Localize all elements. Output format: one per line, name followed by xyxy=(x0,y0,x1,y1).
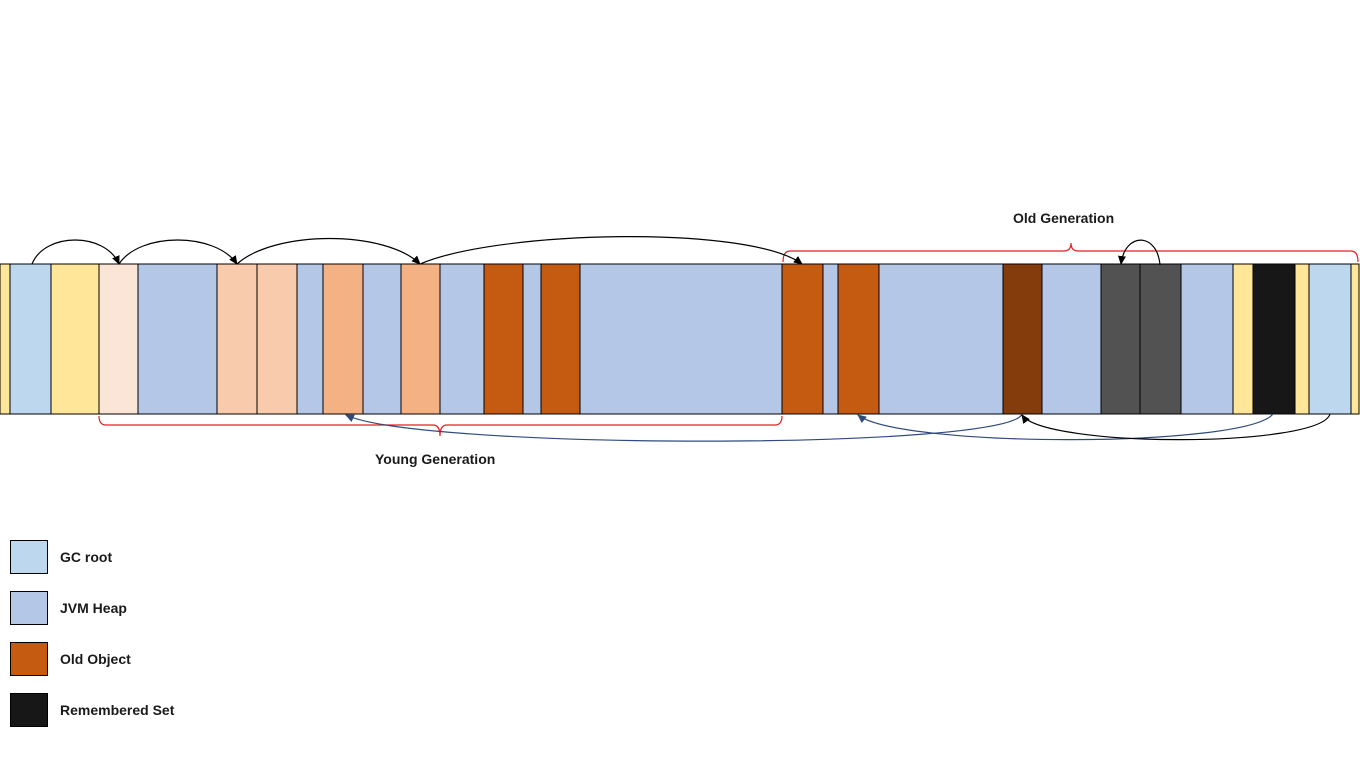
old-object-block xyxy=(483,263,524,415)
remembered-set-block xyxy=(1252,263,1296,415)
old-object-block xyxy=(781,263,824,415)
cross-generation-arrow xyxy=(345,413,1023,442)
reference-arrow xyxy=(1118,239,1161,266)
gc-root-block xyxy=(9,263,52,415)
legend-label: Remembered Set xyxy=(60,702,175,718)
reference-arrow xyxy=(419,235,803,265)
yellow-block xyxy=(1294,263,1310,415)
remembered-set-swatch xyxy=(10,693,48,727)
old-generation-label: Old Generation xyxy=(1013,210,1115,226)
old-generation-bracket xyxy=(782,242,1359,263)
heap-block xyxy=(522,263,542,415)
dark-object-block xyxy=(1139,263,1182,415)
young-object-block xyxy=(98,263,139,415)
legend-label: Old Object xyxy=(60,651,131,667)
young-generation-label: Young Generation xyxy=(375,451,496,467)
yellow-block xyxy=(0,263,11,415)
reference-arrow xyxy=(236,238,421,265)
heap-block xyxy=(1041,263,1102,415)
cross-generation-arrow xyxy=(857,413,1274,441)
gc-root-arrow xyxy=(1021,413,1331,441)
young-object-block xyxy=(322,263,364,415)
heap-block xyxy=(878,263,1004,415)
heap-block xyxy=(579,263,783,415)
old-object-block xyxy=(837,263,880,415)
gc-root-block xyxy=(1308,263,1352,415)
heap-block xyxy=(296,263,324,415)
heap-block xyxy=(822,263,839,415)
old-object-swatch xyxy=(10,642,48,676)
reference-arrow xyxy=(31,239,120,265)
reference-arrow xyxy=(118,239,238,265)
gc-root-swatch xyxy=(10,540,48,574)
yellow-block xyxy=(50,263,100,415)
heap-block xyxy=(362,263,402,415)
legend-label: GC root xyxy=(60,549,113,565)
dark-object-block xyxy=(1100,263,1141,415)
heap-block xyxy=(1180,263,1234,415)
young-object-block xyxy=(400,263,441,415)
heap-block xyxy=(439,263,485,415)
legend-label: JVM Heap xyxy=(60,600,127,616)
heap-block xyxy=(137,263,218,415)
jvm-heap-swatch xyxy=(10,591,48,625)
heap-strip xyxy=(0,263,1360,415)
young-object-block xyxy=(216,263,258,415)
young-generation-bracket xyxy=(98,415,783,437)
young-object-block xyxy=(256,263,298,415)
yellow-block xyxy=(1350,263,1360,415)
old-object-block xyxy=(540,263,581,415)
old-object-block xyxy=(1002,263,1043,415)
yellow-block xyxy=(1232,263,1254,415)
